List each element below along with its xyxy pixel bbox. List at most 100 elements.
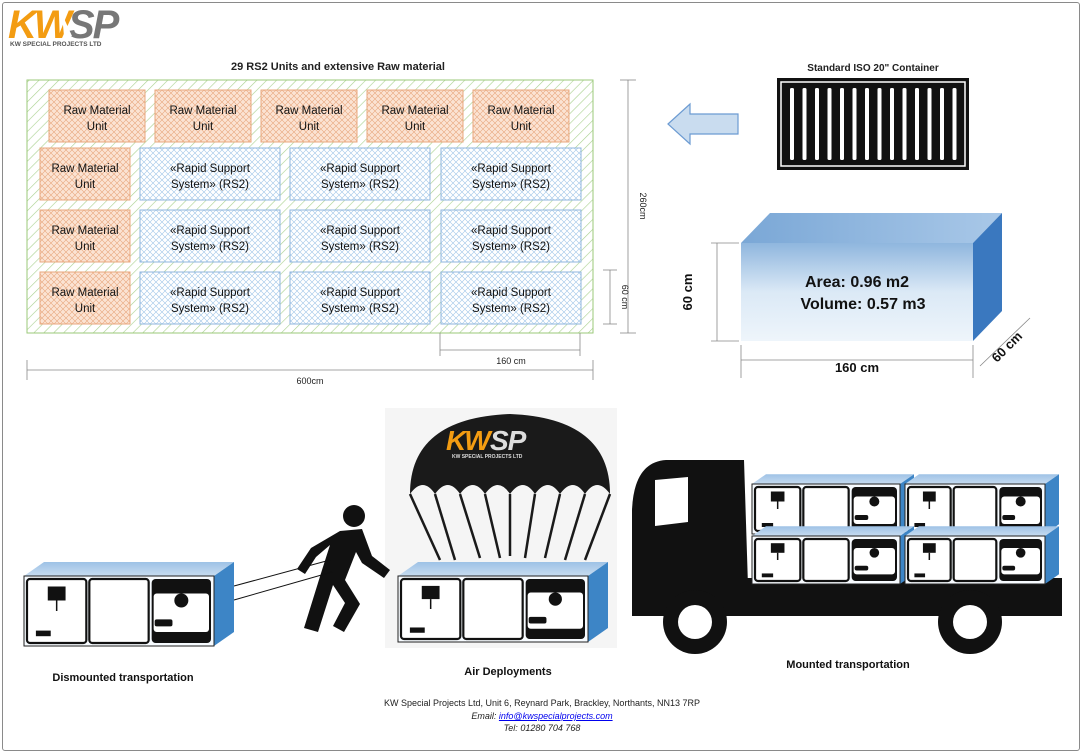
layout-title: 29 RS2 Units and extensive Raw material xyxy=(231,61,445,73)
unit-label-line: Raw Material xyxy=(51,163,118,175)
unit-label-line: Unit xyxy=(299,121,320,133)
unit-label-line: «Rapid Support xyxy=(170,225,251,237)
rs2-device-unit xyxy=(751,474,914,535)
box-volume: Volume: 0.57 m3 xyxy=(800,296,925,313)
unit-label-line: Raw Material xyxy=(51,287,118,299)
container-rib xyxy=(790,88,794,160)
footer-tel-number: 01280 704 768 xyxy=(520,723,581,733)
container-title: Standard ISO 20" Container xyxy=(807,63,939,74)
rs2-device-unit xyxy=(23,562,234,647)
unit-label-line: Raw Material xyxy=(275,105,342,117)
container-rib xyxy=(890,88,894,160)
footer-tel-label: Tel: xyxy=(503,723,518,733)
container-rib xyxy=(865,88,869,160)
footer-email-label: Email: xyxy=(471,711,497,721)
unit-label-line: «Rapid Support xyxy=(320,225,401,237)
unit-label-line: Raw Material xyxy=(381,105,448,117)
unit-dimension-box xyxy=(741,213,1002,341)
unit-label-line: «Rapid Support xyxy=(471,287,552,299)
unit-label-line: System» (RS2) xyxy=(321,241,399,253)
unit-label-line: Unit xyxy=(511,121,532,133)
device-units xyxy=(23,474,1059,647)
parachute-icon: KW SP KW SPECIAL PROJECTS LTD xyxy=(408,414,612,561)
container-rib xyxy=(802,88,807,160)
box-depth: 60 cm xyxy=(988,328,1025,365)
rs2-device-unit xyxy=(751,526,914,585)
rs2-device-unit xyxy=(904,526,1059,585)
dim-unit-height: 60 cm xyxy=(620,285,630,310)
container-rib xyxy=(840,88,844,160)
dim-unit-width: 160 cm xyxy=(496,356,526,366)
box-height: 60 cm xyxy=(680,274,695,311)
caption-dismounted: Dismounted transportation xyxy=(52,672,193,684)
unit-label-line: System» (RS2) xyxy=(472,179,550,191)
arrow-left-icon xyxy=(667,102,739,146)
unit-label-line: System» (RS2) xyxy=(171,241,249,253)
dim-height-total: 260cm xyxy=(638,192,648,219)
unit-label-line: Unit xyxy=(87,121,108,133)
unit-label-line: Unit xyxy=(75,303,96,315)
dimension-lines xyxy=(26,79,636,380)
box-width: 160 cm xyxy=(835,360,879,375)
unit-label-line: Unit xyxy=(75,179,96,191)
caption-air: Air Deployments xyxy=(464,666,551,678)
container-rib xyxy=(915,88,919,160)
parachute-logo-subtext: KW SPECIAL PROJECTS LTD xyxy=(452,454,523,460)
kwsp-logo: KW SP KW SPECIAL PROJECTS LTD xyxy=(8,3,122,48)
unit-label-line: Unit xyxy=(75,241,96,253)
svg-text:KW: KW xyxy=(446,425,493,456)
unit-label-line: Raw Material xyxy=(487,105,554,117)
dim-width-total: 600cm xyxy=(296,376,323,386)
rs2-device-unit xyxy=(397,562,608,643)
unit-label-line: System» (RS2) xyxy=(321,179,399,191)
container-rib xyxy=(940,88,944,160)
container-rib xyxy=(852,88,857,160)
walking-person-icon xyxy=(297,505,390,632)
container-rib xyxy=(827,88,832,160)
container-rib xyxy=(877,88,882,160)
rs2-device-unit xyxy=(904,474,1059,535)
unit-label-line: Raw Material xyxy=(169,105,236,117)
email-link[interactable]: info@kwspecialprojects.com xyxy=(498,711,613,721)
container-rib xyxy=(927,88,932,160)
unit-label-line: System» (RS2) xyxy=(171,303,249,315)
tow-rope xyxy=(233,559,333,601)
unit-label-line: System» (RS2) xyxy=(472,241,550,253)
unit-label-line: «Rapid Support xyxy=(320,287,401,299)
footer-email: Email: info@kwspecialprojects.com xyxy=(0,711,1084,721)
container-rib xyxy=(902,88,907,160)
unit-label-line: Raw Material xyxy=(51,225,118,237)
logo-subtext: KW SPECIAL PROJECTS LTD xyxy=(10,41,102,48)
unit-label-line: System» (RS2) xyxy=(321,303,399,315)
unit-label-line: «Rapid Support xyxy=(471,163,552,175)
unit-label-line: Raw Material xyxy=(63,105,130,117)
svg-text:SP: SP xyxy=(490,425,527,456)
unit-label-line: System» (RS2) xyxy=(171,179,249,191)
unit-label-line: System» (RS2) xyxy=(472,303,550,315)
footer-tel: Tel: 01280 704 768 xyxy=(0,723,1084,733)
unit-label-line: Unit xyxy=(405,121,426,133)
footer-address: KW Special Projects Ltd, Unit 6, Reynard… xyxy=(384,698,700,708)
unit-label-line: «Rapid Support xyxy=(471,225,552,237)
box-dimension-lines xyxy=(711,242,1031,378)
svg-text:SP: SP xyxy=(68,3,120,47)
container-rib xyxy=(952,88,957,160)
unit-label-line: «Rapid Support xyxy=(170,287,251,299)
unit-label-line: «Rapid Support xyxy=(320,163,401,175)
box-area: Area: 0.96 m2 xyxy=(805,274,909,291)
